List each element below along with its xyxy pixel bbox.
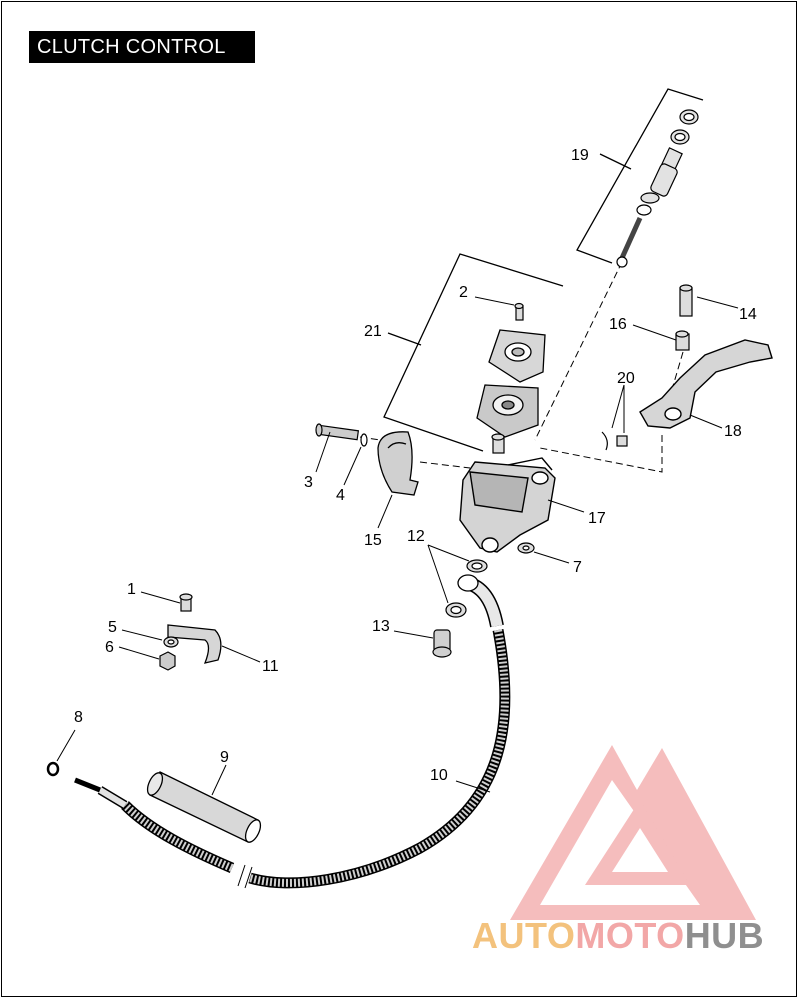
clutch-hose-part-10 [74, 574, 511, 889]
clamp-part-11 [167, 624, 222, 664]
watermark-brand: AUTOMOTOHUB [472, 913, 764, 959]
callout-13: 13 [372, 618, 390, 635]
callout-8: 8 [74, 709, 83, 726]
reservoir-diaphragm [476, 384, 539, 438]
screw-part-1 [179, 593, 193, 612]
bushing-part-16 [675, 330, 690, 351]
watermark-hub: HUB [684, 915, 765, 956]
callout-10: 10 [430, 767, 448, 784]
callout-7: 7 [573, 559, 582, 576]
group-21-bracket [383, 253, 564, 452]
washers-part-12 [445, 559, 488, 618]
banjo-bolt-part-13 [432, 629, 452, 658]
clip-part-20 [601, 431, 628, 451]
callout-4: 4 [336, 487, 345, 504]
reservoir-valve [491, 433, 505, 454]
piston-kit-part-19 [616, 109, 699, 268]
pivot-pin-part-14 [679, 284, 693, 317]
callout-5: 5 [108, 619, 117, 636]
nut-part-6 [159, 651, 176, 671]
reservoir-cover [488, 329, 546, 383]
callout-18: 18 [724, 423, 742, 440]
clutch-lever-part-18 [639, 339, 773, 429]
callout-3: 3 [304, 474, 313, 491]
callout-14: 14 [739, 306, 757, 323]
callout-12: 12 [407, 528, 425, 545]
callout-16: 16 [609, 316, 627, 333]
callout-1: 1 [127, 581, 136, 598]
callout-15: 15 [364, 532, 382, 549]
callout-21: 21 [364, 323, 382, 340]
callout-labels: 1 2 3 4 5 6 7 8 9 10 11 12 13 14 15 16 1… [74, 147, 757, 784]
pivot-pin-part-3 [315, 423, 360, 441]
cover-part-15 [377, 431, 419, 496]
watermark-logo [510, 745, 756, 920]
callout-11: 11 [262, 658, 279, 675]
diagram-title: CLUTCH CONTROL [29, 31, 255, 63]
leader-lines [56, 296, 739, 796]
group-19-bracket [576, 88, 704, 264]
watermark-auto: AUTO [472, 915, 576, 956]
screw-part-2 [514, 302, 524, 321]
callout-9: 9 [220, 749, 229, 766]
callout-2: 2 [459, 284, 468, 301]
callout-19: 19 [571, 147, 589, 164]
washer-part-7 [517, 542, 535, 554]
o-ring-part-8 [46, 761, 60, 777]
circlip-part-4 [360, 433, 368, 447]
master-cylinder-body-part-17 [459, 457, 556, 553]
callout-20: 20 [617, 370, 635, 387]
callout-17: 17 [588, 510, 606, 527]
callout-6: 6 [105, 639, 114, 656]
sleeve-part-9 [146, 771, 262, 843]
washer-part-5 [163, 636, 179, 648]
watermark-moto: MOTO [575, 915, 685, 956]
